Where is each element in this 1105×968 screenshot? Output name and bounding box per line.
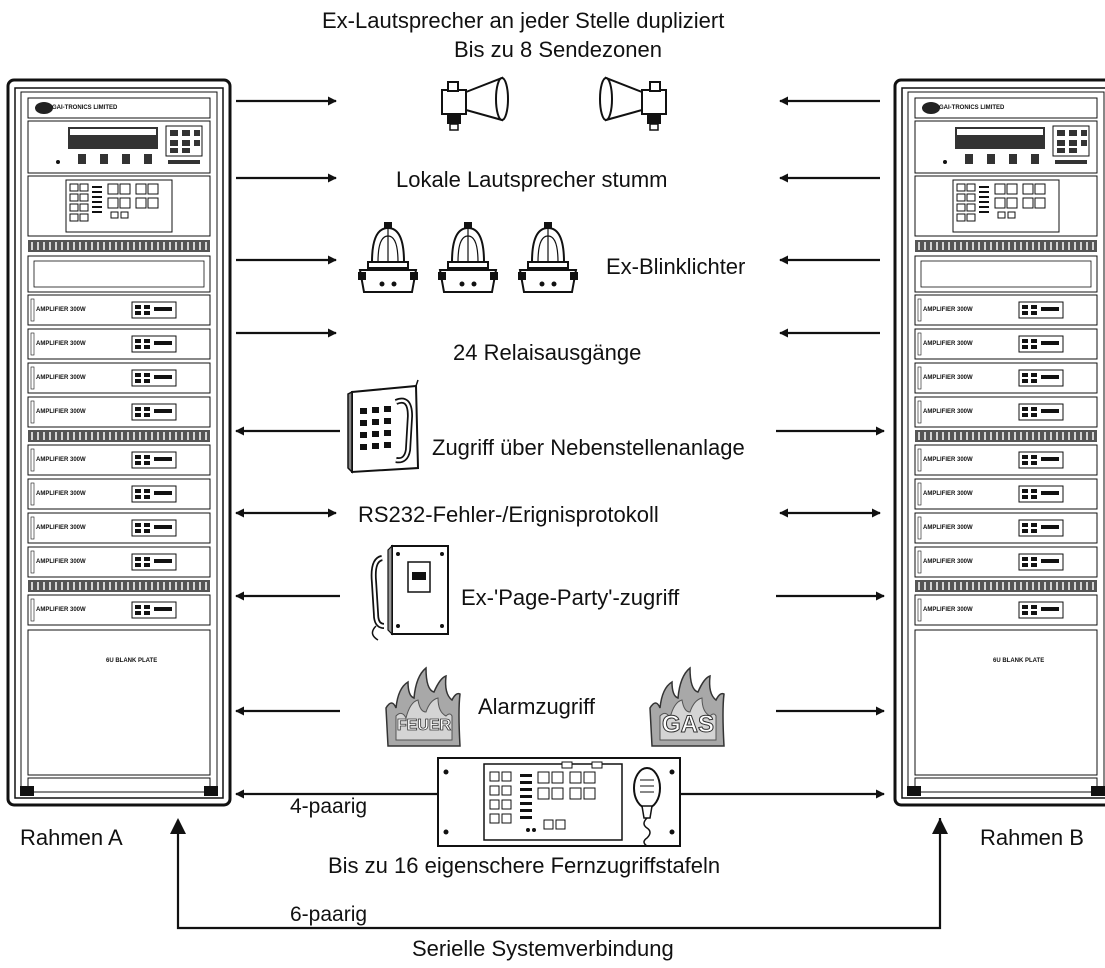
rack-a-amp-label: AMPLIFIER 300W (36, 307, 86, 313)
rack-b-amp-label: AMPLIFIER 300W (923, 525, 973, 531)
label-serial-link: Serielle Systemverbindung (412, 936, 674, 961)
beacon-icon (517, 221, 579, 293)
label-broadcast-zones: Bis zu 8 Sendezonen (454, 37, 662, 62)
label-rack-a: Rahmen A (20, 825, 123, 850)
label-local-speakers-mute: Lokale Lautsprecher stumm (396, 167, 668, 192)
label-page-party-access: Ex-'Page-Party'-zugriff (461, 585, 680, 610)
label-beacons: Ex-Blinklichter (606, 254, 746, 279)
rack-b (893, 78, 1105, 807)
rack-a-blank-plate: 6U BLANK PLATE (106, 658, 158, 664)
label-pabx-access: Zugriff über Nebenstellenanlage (432, 435, 745, 460)
rack-a-amp-label: AMPLIFIER 300W (36, 457, 86, 463)
telephone-icon (347, 379, 420, 474)
rack-b-amp-label: AMPLIFIER 300W (923, 375, 973, 381)
serial-arrow-a (170, 818, 186, 834)
fire-icon: FEUER (385, 666, 461, 747)
rack-b-amp-label: AMPLIFIER 300W (923, 491, 973, 497)
rack-a-amp-label: AMPLIFIER 300W (36, 491, 86, 497)
rack-b-amp-label: AMPLIFIER 300W (923, 341, 973, 347)
horn-speaker-icon (441, 77, 509, 131)
page-party-station-icon (370, 544, 449, 641)
rack-b-amp-label: AMPLIFIER 300W (923, 307, 973, 313)
rack-a-amp-label: AMPLIFIER 300W (36, 375, 86, 381)
label-speakers-duplicated: Ex-Lautsprecher an jeder Stelle duplizie… (322, 8, 725, 33)
serial-link-line (176, 818, 942, 930)
horn-speaker-icon (599, 77, 667, 131)
fire-icon-label: FEUER (397, 717, 452, 734)
gas-icon: GAS (649, 666, 725, 747)
rack-b-blank-plate: 6U BLANK PLATE (993, 658, 1045, 664)
label-alarm-access: Alarmzugriff (478, 694, 595, 719)
rack-a-brand: GAI-TRONICS LIMITED (52, 105, 118, 111)
rack-b-brand: GAI-TRONICS LIMITED (939, 105, 1005, 111)
rack-b-amp-label: AMPLIFIER 300W (923, 409, 973, 415)
remote-access-panel-icon (437, 757, 681, 847)
rack-a-amp-label: AMPLIFIER 300W (36, 559, 86, 565)
label-relay-outputs: 24 Relaisausgänge (453, 340, 642, 365)
gas-icon-label: GAS (662, 711, 714, 738)
label-four-pair: 4-paarig (290, 795, 368, 818)
rack-b-amp-label: AMPLIFIER 300W (923, 457, 973, 463)
serial-arrow-b (932, 818, 948, 834)
label-remote-panels: Bis zu 16 eigenschere Fernzugriffstafeln (328, 853, 721, 878)
rack-a-amp-label: AMPLIFIER 300W (36, 341, 86, 347)
beacon-icon (357, 221, 419, 293)
beacon-icon (437, 221, 499, 293)
label-six-pair: 6-paarig (290, 903, 368, 926)
label-rack-b: Rahmen B (980, 825, 1084, 850)
rack-a-amp-label: AMPLIFIER 300W (36, 409, 86, 415)
rack-a (6, 78, 232, 807)
rack-a-amp-label: AMPLIFIER 300W (36, 525, 86, 531)
rack-b-amp-label: AMPLIFIER 300W (923, 607, 973, 613)
label-rs232-log: RS232-Fehler-/Erignisprotokoll (358, 502, 659, 527)
rack-a-amp-label: AMPLIFIER 300W (36, 607, 86, 613)
rack-b-amp-label: AMPLIFIER 300W (923, 559, 973, 565)
